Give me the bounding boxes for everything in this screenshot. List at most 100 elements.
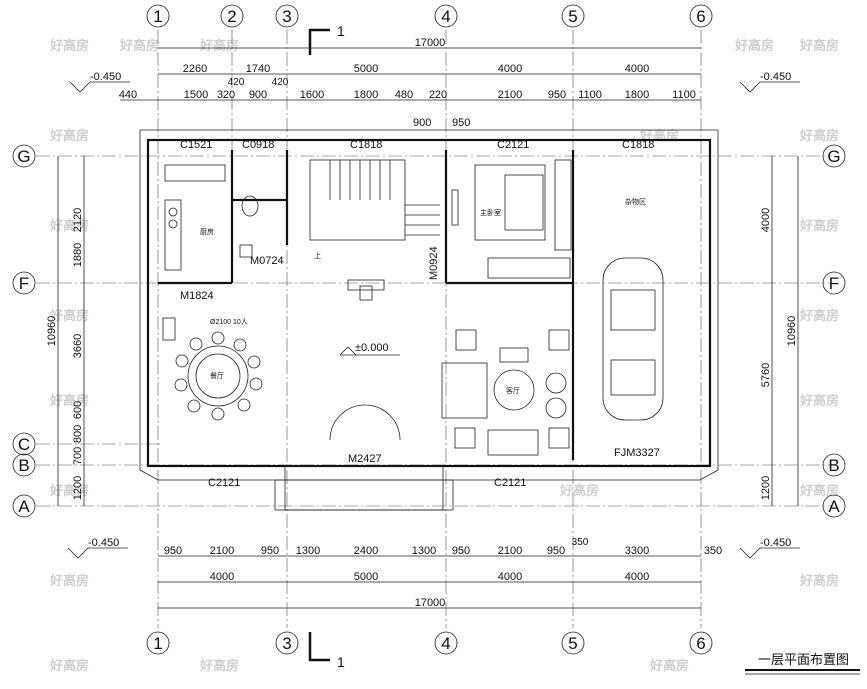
dim-value: 950 — [164, 545, 182, 557]
axis-label: 5 — [568, 7, 577, 26]
axis-label: B — [828, 456, 839, 475]
window-label: C0918 — [242, 139, 274, 151]
dim-value: 420 — [272, 77, 289, 88]
dim-value: 320 — [217, 89, 235, 101]
storage-label: 杂物区 — [625, 197, 646, 206]
window-label: C2121 — [497, 139, 529, 151]
watermark: 好高房 — [49, 483, 89, 498]
dim-value: 5000 — [354, 571, 378, 583]
dim-value: 3300 — [625, 545, 649, 557]
level-value: -0.450 — [90, 71, 121, 83]
watermark: 好高房 — [799, 308, 839, 323]
window-label: C1818 — [622, 139, 654, 151]
entry-console — [347, 279, 385, 301]
living-furniture: 客厅 — [441, 329, 570, 456]
building-outline — [139, 129, 719, 481]
dim-total-left: 10960 — [46, 316, 58, 347]
watermark: 好高房 — [799, 393, 839, 408]
door-label: FJM3327 — [614, 447, 660, 459]
watermark: 好高房 — [734, 38, 774, 53]
bedroom-label: 主卧室 — [480, 208, 501, 217]
section-mark-top: 1 — [308, 23, 345, 55]
window-label: C2121 — [494, 477, 526, 489]
axis-label: 3 — [282, 634, 291, 653]
axis-label: G — [827, 147, 840, 166]
dim-value: 1600 — [300, 89, 324, 101]
axis-bubbles-right: G F B A — [822, 144, 846, 518]
dim-value: 5760 — [760, 363, 772, 387]
dimensions-top: 17000 2260 1740 5000 4000 4000 420 420 4… — [119, 37, 701, 101]
watermark: 好高房 — [799, 128, 839, 143]
watermark: 好高房 — [49, 393, 89, 408]
dim-value: 1880 — [72, 243, 84, 267]
dim-value: 4000 — [498, 63, 522, 75]
axis-label: 1 — [153, 7, 162, 26]
door-label: M0924 — [428, 246, 440, 280]
dim-value: 2400 — [354, 545, 378, 557]
dim-value: 800 — [72, 425, 84, 443]
axis-bubbles-left: G F C B A — [12, 144, 36, 518]
level-value: -0.450 — [88, 537, 119, 549]
door-label: M2427 — [348, 453, 382, 465]
dim-value: 1300 — [296, 545, 320, 557]
interior-walls — [158, 150, 575, 460]
dim-value: 4000 — [760, 208, 772, 232]
dining-table: 餐厅 Ø2100 10人 — [162, 317, 263, 421]
dim-value: 2260 — [183, 63, 207, 75]
dim-value: 950 — [452, 545, 470, 557]
watermark: 好高房 — [799, 573, 839, 588]
level-marker-bottom-right: -0.450 — [739, 537, 800, 559]
watermark: 好高房 — [49, 128, 89, 143]
dim-value: 420 — [228, 77, 245, 88]
dim-value: 4000 — [625, 571, 649, 583]
dim-value: 1200 — [760, 476, 772, 500]
dim-value: 1740 — [246, 63, 270, 75]
dim-value: 480 — [395, 89, 413, 101]
dim-value: 350 — [704, 545, 722, 557]
axis-label: A — [828, 497, 840, 516]
watermark: 好高房 — [799, 218, 839, 233]
watermark: 好高房 — [799, 38, 839, 53]
section-mark-bottom: 1 — [308, 632, 345, 670]
dim-value: 2100 — [498, 89, 522, 101]
section-number: 1 — [337, 23, 345, 39]
axis-label: 4 — [441, 634, 450, 653]
axis-label: 4 — [441, 7, 450, 26]
door-label: M0724 — [250, 255, 284, 267]
dim-value: 2100 — [210, 545, 234, 557]
table-note: Ø2100 10人 — [210, 318, 248, 326]
dim-value: 4000 — [498, 571, 522, 583]
dim-total-bottom: 17000 — [415, 597, 446, 609]
level-value: ±0.000 — [355, 342, 389, 354]
watermark-layer: 好高房 好高房 好高房 好高房 好高房 好高房 好高房 好高房 好高房 好高房 … — [49, 38, 839, 673]
dimensions-bottom: 950 2100 950 1300 2400 1300 950 2100 950… — [158, 537, 722, 609]
dim-value: 220 — [429, 89, 447, 101]
dim-value: 4000 — [625, 63, 649, 75]
stair-up-label: 上 — [314, 251, 321, 260]
dim-value: 1200 — [72, 476, 84, 500]
opening-labels: C1521 C0918 C1818 C2121 C1818 900 950 C2… — [180, 117, 660, 489]
axis-label: 3 — [282, 7, 291, 26]
watermark: 好高房 — [559, 483, 599, 498]
dim-value: 950 — [547, 545, 565, 557]
watermark: 好高房 — [799, 483, 839, 498]
drawing-title: 一层平面布置图 — [758, 652, 849, 667]
dim-value: 5000 — [354, 63, 378, 75]
dim-value: 2100 — [498, 545, 522, 557]
window-label: C2121 — [208, 477, 240, 489]
level-marker-bottom-left: -0.450 — [67, 537, 128, 559]
watermark: 好高房 — [49, 573, 89, 588]
axis-label: A — [18, 497, 30, 516]
interior-level-mark: ±0.000 — [339, 342, 400, 356]
watermark: 好高房 — [199, 38, 239, 53]
level-marker-top-left: -0.450 — [69, 71, 130, 93]
dim-value: 3660 — [72, 334, 84, 358]
garage-car: 杂物区 — [602, 197, 664, 421]
axis-label: 6 — [696, 7, 705, 26]
level-value: -0.450 — [760, 71, 791, 83]
bedroom-furniture: 主卧室 — [451, 159, 572, 279]
watermark: 好高房 — [49, 218, 89, 233]
entrance-porch — [274, 404, 454, 511]
staircase: 上 — [309, 159, 440, 260]
